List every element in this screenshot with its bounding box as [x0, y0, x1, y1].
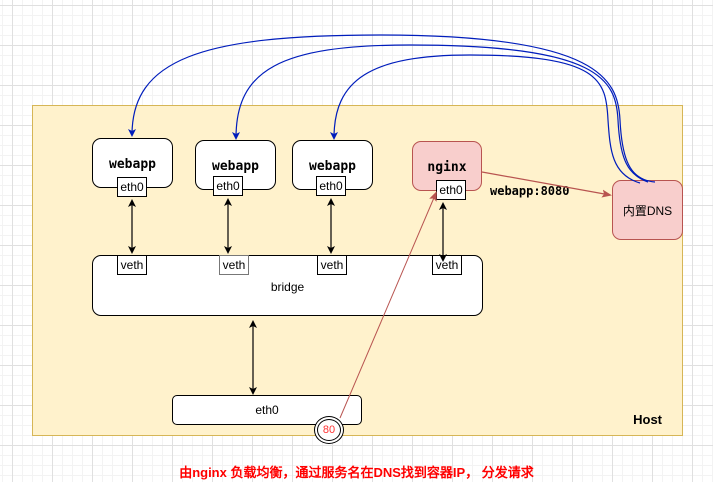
veth-4[interactable]: veth	[432, 255, 462, 275]
webapp-2-eth0[interactable]: eth0	[213, 176, 243, 196]
host-label: Host	[633, 412, 662, 427]
veth-3[interactable]: veth	[317, 255, 347, 275]
builtin-dns[interactable]: 内置DNS	[612, 180, 683, 240]
bridge-label: bridge	[270, 280, 305, 294]
container-name: webapp	[309, 159, 356, 174]
container-name: nginx	[427, 160, 467, 175]
port-80-label: 80	[317, 419, 341, 441]
caption: 由nginx 负载均衡，通过服务名在DNS找到容器IP， 分发请求	[179, 465, 534, 480]
route-label: webapp:8080	[490, 184, 570, 198]
veth-2[interactable]: veth	[219, 255, 249, 275]
webapp-3-eth0[interactable]: eth0	[316, 176, 346, 196]
port-80-badge[interactable]: 80	[314, 416, 344, 444]
veth-1[interactable]: veth	[117, 255, 147, 275]
webapp-1-eth0[interactable]: eth0	[117, 177, 147, 197]
bridge[interactable]: bridge	[92, 255, 483, 316]
container-name: webapp	[212, 159, 259, 174]
container-name: webapp	[109, 157, 156, 172]
nginx-eth0[interactable]: eth0	[436, 180, 466, 200]
